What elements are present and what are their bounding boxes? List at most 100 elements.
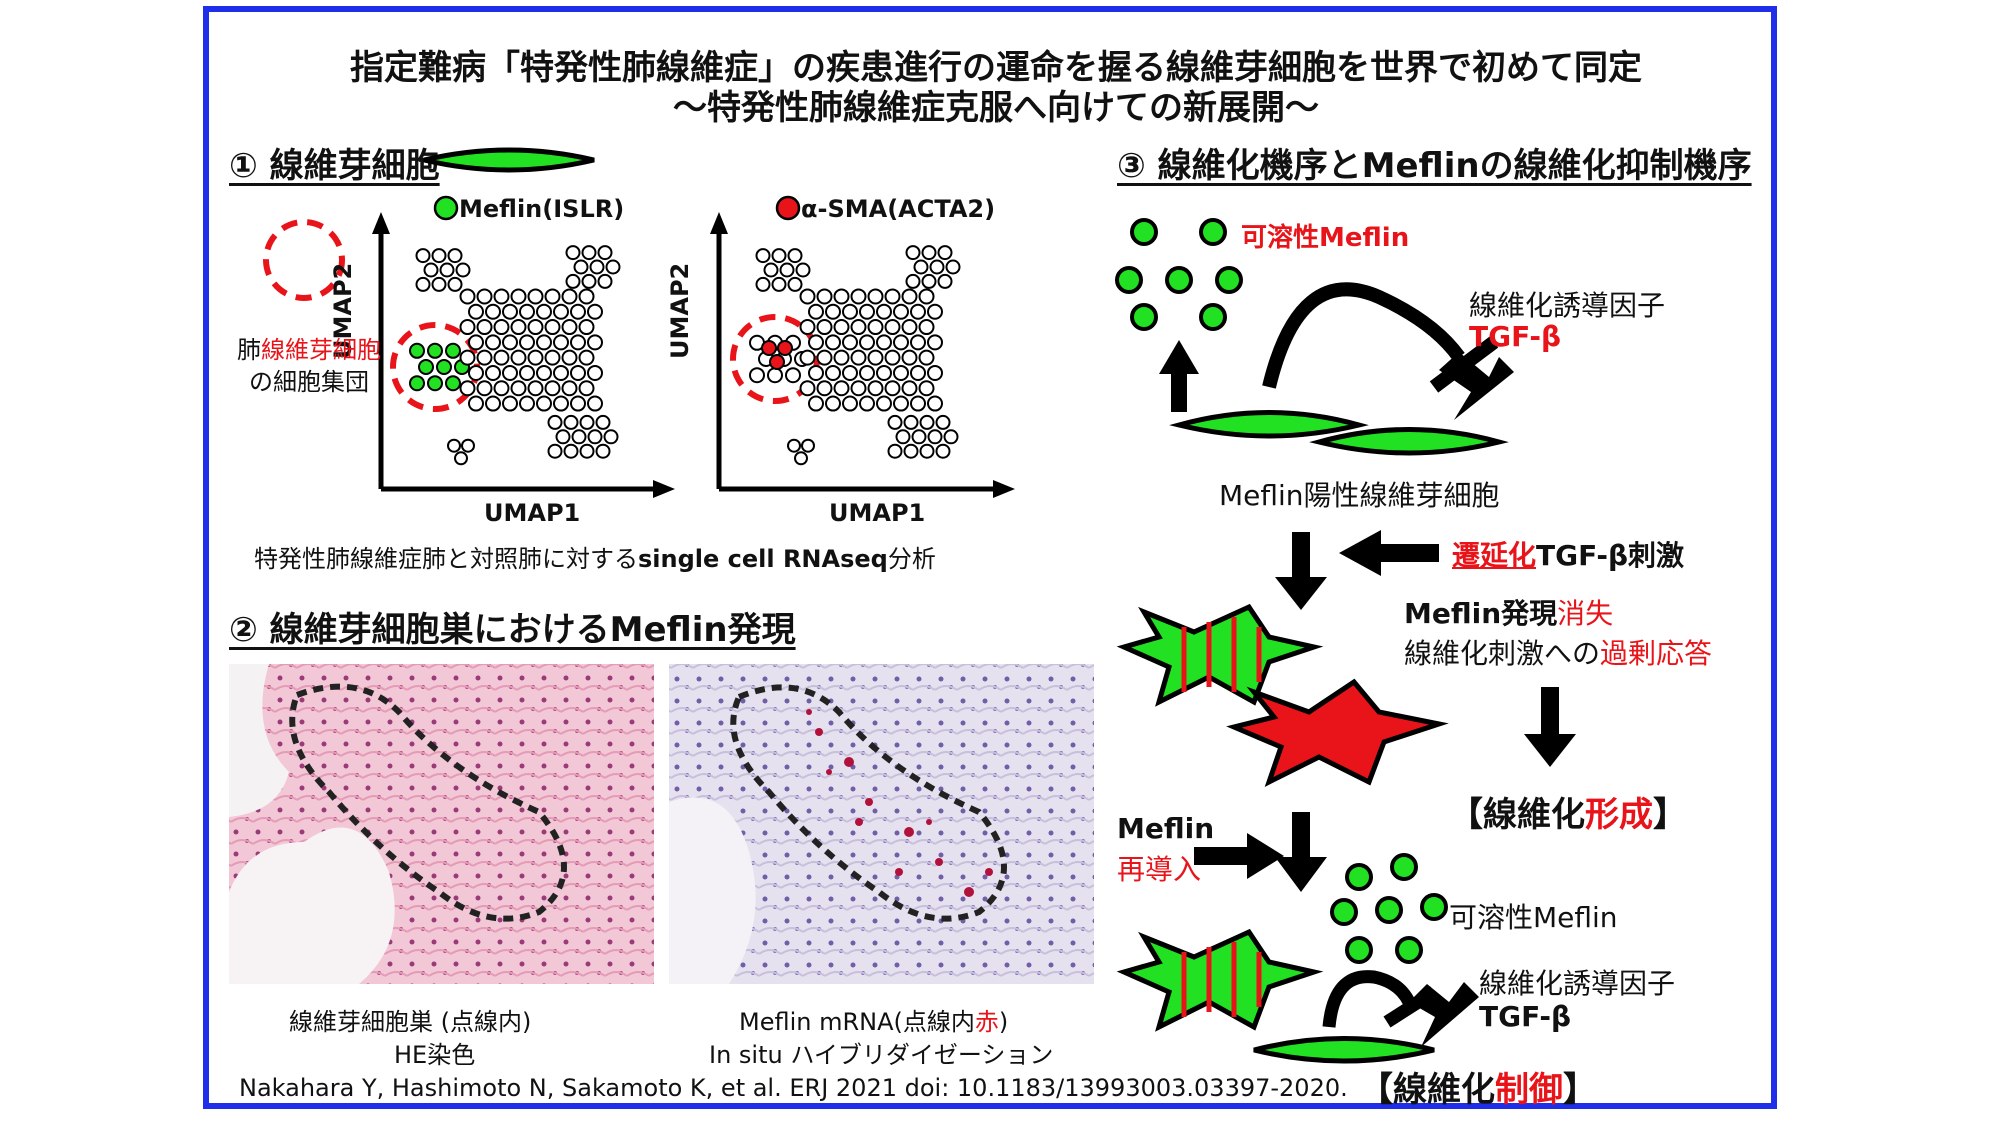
umap-cell bbox=[816, 319, 833, 336]
factor-label-top: 線維化誘導因子 bbox=[1469, 289, 1666, 322]
umap-cell bbox=[808, 303, 824, 320]
meflin-positive-label: Meflin陽性線維芽細胞 bbox=[1219, 479, 1500, 512]
umap-cell bbox=[519, 334, 535, 351]
umap-cell bbox=[801, 438, 815, 453]
umap-cell bbox=[544, 288, 561, 305]
umap-cell bbox=[903, 443, 919, 459]
reintro-line2: 再導入 bbox=[1117, 853, 1202, 886]
umap-cell bbox=[787, 438, 801, 453]
umap-cell bbox=[918, 288, 935, 305]
umap-cell bbox=[901, 288, 918, 305]
dashed-cluster-icon bbox=[263, 219, 345, 301]
umap-cell bbox=[547, 443, 563, 459]
umap-cell bbox=[578, 349, 595, 366]
soluble-meflin-label-bottom: 可溶性Meflin bbox=[1449, 901, 1618, 934]
soluble-meflin-dots-bottom bbox=[1330, 853, 1448, 964]
umap-cell bbox=[553, 364, 569, 381]
umap-cell bbox=[794, 451, 808, 466]
umap-cell bbox=[519, 364, 535, 381]
umap-cell bbox=[755, 276, 771, 292]
umap-cell bbox=[893, 334, 909, 351]
umap-cell bbox=[502, 395, 518, 412]
umap-cell bbox=[833, 349, 850, 366]
umap-cell bbox=[771, 248, 787, 264]
umap-cell bbox=[510, 288, 527, 305]
umap-cell bbox=[842, 364, 858, 381]
umap-cell bbox=[485, 303, 501, 320]
umap-cell bbox=[787, 248, 803, 264]
umap-cell bbox=[867, 319, 884, 336]
umap-cell bbox=[493, 319, 510, 336]
umap-cell bbox=[799, 319, 816, 336]
umap-cell bbox=[927, 334, 943, 351]
umap-cell bbox=[910, 364, 926, 381]
umap-cell bbox=[749, 367, 765, 384]
umap-cell bbox=[893, 395, 909, 412]
umap-cell bbox=[603, 429, 619, 445]
umap-cell bbox=[910, 334, 926, 351]
umap-cell bbox=[808, 364, 824, 381]
umap-cell bbox=[901, 319, 918, 336]
soluble-meflin-dots-top bbox=[1115, 218, 1243, 331]
ish-caption-line1: Meflin mRNA(点線内赤) bbox=[739, 1008, 1009, 1036]
umap-cell bbox=[895, 429, 911, 445]
mechanism-diagram bbox=[1115, 218, 1576, 1064]
umap-cell bbox=[910, 395, 926, 412]
umap-cell bbox=[597, 273, 613, 289]
umap-cell bbox=[884, 319, 901, 336]
factor-label-bottom: 線維化誘導因子 bbox=[1479, 967, 1676, 1000]
umap-cell bbox=[536, 303, 552, 320]
umap-cell bbox=[553, 303, 569, 320]
umap-cell bbox=[578, 380, 595, 397]
umap-cell bbox=[561, 288, 578, 305]
umap-cell bbox=[587, 429, 603, 445]
umap-cell bbox=[570, 334, 586, 351]
umap-cell bbox=[755, 248, 771, 264]
umap-cell bbox=[447, 276, 463, 292]
umap-cell bbox=[527, 349, 544, 366]
umap-cell bbox=[833, 288, 850, 305]
section1-heading: ① 線維芽細胞 bbox=[229, 146, 440, 186]
umap-cell bbox=[867, 349, 884, 366]
umap-cell bbox=[901, 349, 918, 366]
umap-cell bbox=[579, 443, 595, 459]
sma-legend-dot bbox=[775, 195, 801, 221]
he-caption-line2: HE染色 bbox=[394, 1041, 476, 1069]
umap-cell bbox=[578, 288, 595, 305]
umap-cell bbox=[510, 349, 527, 366]
umap-cell bbox=[850, 380, 867, 397]
umap-cell bbox=[493, 349, 510, 366]
umap-cell bbox=[587, 303, 603, 320]
umap-cell bbox=[893, 303, 909, 320]
umap-cell bbox=[937, 245, 953, 261]
histology-images bbox=[229, 664, 1094, 984]
umap-cell bbox=[937, 273, 953, 289]
umap-cell bbox=[547, 414, 563, 430]
section1-graphics bbox=[263, 147, 1015, 498]
umap-cell bbox=[447, 248, 463, 264]
umap-cell bbox=[887, 443, 903, 459]
umap-cell bbox=[571, 429, 587, 445]
umap-cell bbox=[833, 319, 850, 336]
umap-cell bbox=[921, 273, 937, 289]
umap-cell bbox=[555, 429, 571, 445]
umap-cell bbox=[816, 380, 833, 397]
umap-cell bbox=[876, 395, 892, 412]
umap-cell bbox=[570, 395, 586, 412]
umap-cell-sma bbox=[761, 340, 777, 356]
plot1-xlabel: UMAP1 bbox=[484, 499, 581, 527]
figure-frame: 指定難病「特発性肺線維症」の疾患進行の運命を握る線維芽細胞を世界で初めて同定 ～… bbox=[203, 6, 1777, 1110]
umap-cell bbox=[476, 380, 493, 397]
umap-cell bbox=[905, 245, 921, 261]
umap-cell bbox=[816, 349, 833, 366]
umap-cell bbox=[570, 303, 586, 320]
umap-cell bbox=[887, 414, 903, 430]
umap-cell bbox=[445, 375, 461, 392]
umap-cells-plot2 bbox=[749, 245, 961, 466]
umap-cell bbox=[561, 380, 578, 397]
umap-cell bbox=[825, 334, 841, 351]
umap-cell bbox=[884, 349, 901, 366]
umap-cell bbox=[913, 259, 929, 275]
umap-cell bbox=[423, 262, 439, 278]
section2-heading: ② 線維芽細胞巣におけるMeflin発現 bbox=[229, 610, 796, 650]
